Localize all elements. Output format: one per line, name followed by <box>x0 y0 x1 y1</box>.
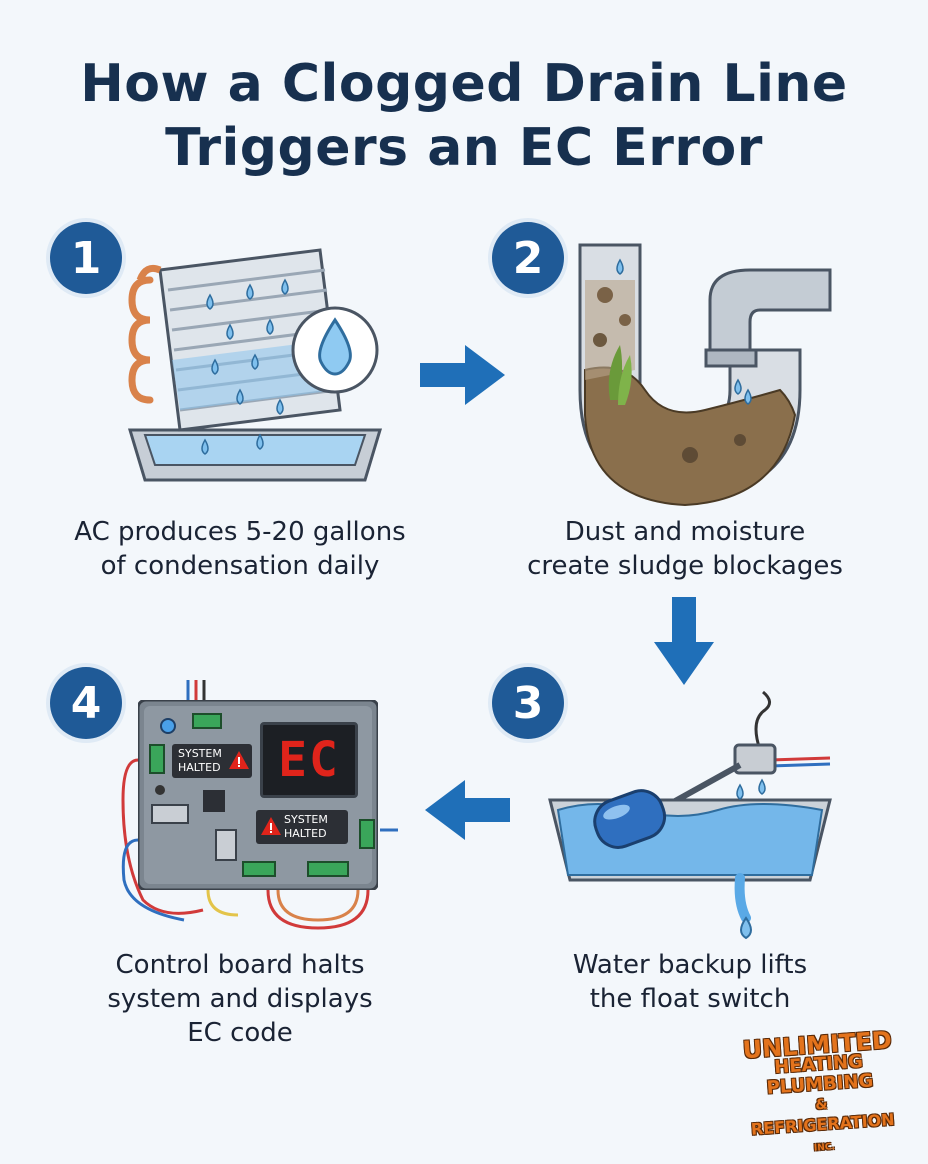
arrow-down-icon <box>654 597 714 685</box>
step-4-caption: Control board halts system and displays … <box>70 948 410 1050</box>
title-line-1: How a Clogged Drain Line <box>80 54 848 114</box>
step-3-caption-line-2: the float switch <box>589 984 791 1014</box>
control-board: EC SYSTEM HALTED SYSTEM HALTED <box>138 700 378 890</box>
step-1-badge: 1 <box>50 222 122 294</box>
step-1-caption-line-1: AC produces 5-20 gallons <box>74 517 406 547</box>
arrow-right-icon <box>420 345 505 405</box>
step-4-caption-line-3: EC code <box>187 1018 293 1048</box>
led-display: EC <box>260 722 358 798</box>
step-4-caption-line-1: Control board halts <box>115 950 365 980</box>
evaporator-coil-illustration <box>127 248 383 482</box>
warning-label-2: SYSTEM HALTED <box>256 810 348 844</box>
warning-2-line-2: HALTED <box>284 827 327 840</box>
step-1-caption-line-2: of condensation daily <box>100 551 380 581</box>
step-2-caption-line-1: Dust and moisture <box>564 517 806 547</box>
warning-2-line-1: SYSTEM <box>284 813 328 826</box>
warning-icon <box>229 751 249 769</box>
step-2-badge: 2 <box>492 222 564 294</box>
step-2-caption-line-2: create sludge blockages <box>527 551 843 581</box>
control-board-wires <box>121 680 398 930</box>
clogged-p-trap-illustration <box>578 243 832 507</box>
step-3-caption: Water backup lifts the float switch <box>510 948 870 1016</box>
step-4-caption-line-2: system and displays <box>107 984 373 1014</box>
arrow-left-icon <box>425 780 510 840</box>
warning-label-1: SYSTEM HALTED <box>172 744 252 778</box>
step-3-caption-line-1: Water backup lifts <box>572 950 808 980</box>
step-2-caption: Dust and moisture create sludge blockage… <box>500 515 870 583</box>
float-switch-illustration <box>548 690 832 940</box>
step-1-caption: AC produces 5-20 gallons of condensation… <box>60 515 420 583</box>
warning-1-line-2: HALTED <box>178 761 221 774</box>
warning-1-line-1: SYSTEM <box>178 747 222 760</box>
page-title: How a Clogged Drain Line Triggers an EC … <box>0 52 928 180</box>
error-code-display: EC <box>278 732 340 788</box>
title-line-2: Triggers an EC Error <box>165 118 763 178</box>
step-4-badge: 4 <box>50 667 122 739</box>
company-logo: UNLIMITED HEATING PLUMBING & REFRIGERATI… <box>732 1026 909 1154</box>
step-3-badge: 3 <box>492 667 564 739</box>
warning-icon <box>261 817 281 835</box>
water-drop-icon <box>318 317 352 376</box>
